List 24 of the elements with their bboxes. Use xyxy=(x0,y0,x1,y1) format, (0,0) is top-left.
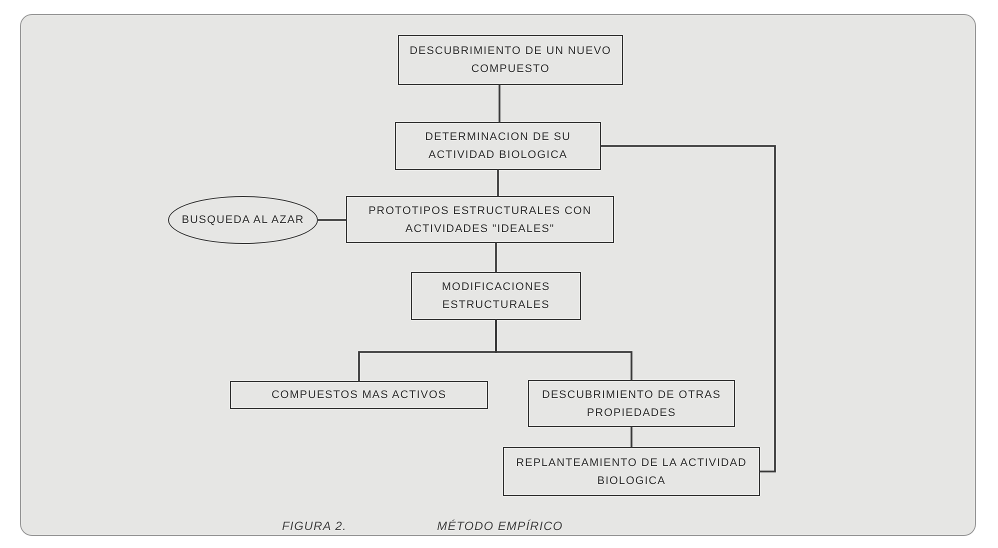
process-box xyxy=(395,122,601,170)
connector-line xyxy=(495,243,497,272)
node-text: DETERMINACION DE SU ACTIVIDAD BIOLOGICA xyxy=(424,130,572,163)
node-text: DESCUBRIMIENTO DE OTRAS PROPIEDADES xyxy=(541,388,722,420)
process-box xyxy=(528,380,735,427)
connector-line xyxy=(498,85,500,122)
connector-line xyxy=(495,320,632,380)
node-text: PROTOTIPOS ESTRUCTURALES CON ACTIVIDADES "IDEALES" xyxy=(367,204,593,236)
connector-line xyxy=(601,145,776,472)
node-text: COMPUESTOS MAS ACTIVOS xyxy=(271,388,447,403)
figure-caption: MÉTODO EMPÍRICO xyxy=(437,518,563,535)
node-text: MODIFICACIONES ESTRUCTURALES xyxy=(440,280,552,313)
figure-caption: FIGURA 2. xyxy=(282,518,347,535)
process-box xyxy=(503,447,760,496)
process-box xyxy=(230,381,488,409)
process-box xyxy=(346,196,614,243)
node-text: BUSQUEDA AL AZAR xyxy=(182,213,304,228)
process-box xyxy=(398,35,623,85)
connector-line xyxy=(630,427,632,447)
process-box xyxy=(411,272,581,320)
connector-line xyxy=(318,219,346,221)
node-text: REPLANTEAMIENTO DE LA ACTIVIDAD BIOLOGICA xyxy=(515,456,748,488)
connector-line xyxy=(497,170,499,196)
node-text: DESCUBRIMIENTO DE UN NUEVO COMPUESTO xyxy=(408,44,612,77)
